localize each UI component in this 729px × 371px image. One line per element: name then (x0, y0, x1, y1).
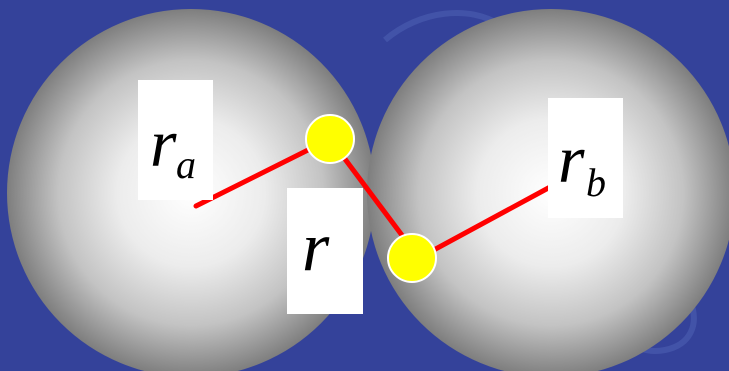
label-rb-subscript: b (586, 160, 606, 205)
label-ra-main: r (150, 105, 177, 181)
label-rb-main: r (558, 121, 585, 197)
label-rb: r b (548, 98, 623, 218)
label-ra-subscript: a (176, 142, 196, 187)
label-ra: r a (138, 80, 213, 200)
label-r-main: r (302, 209, 330, 286)
atom-b (388, 234, 436, 282)
label-r: r (287, 188, 363, 314)
atom-a (306, 115, 354, 163)
